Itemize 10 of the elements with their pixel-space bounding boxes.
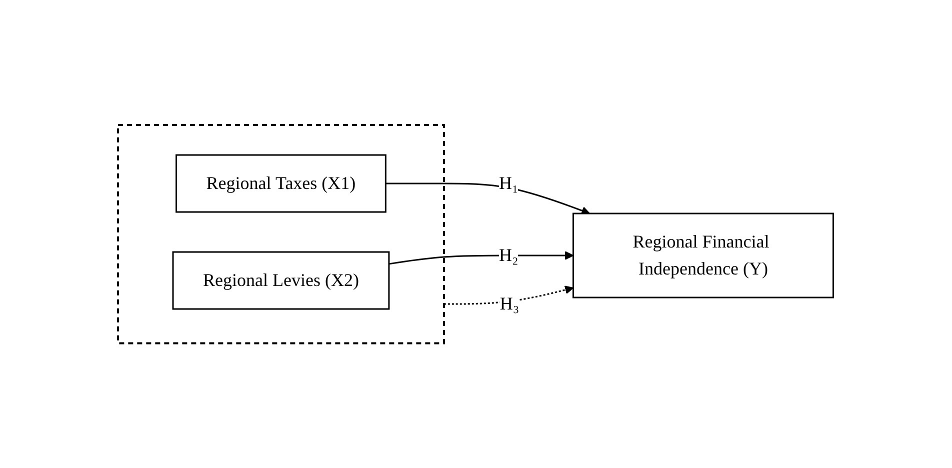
node-box: Regional Levies (X2)	[172, 251, 390, 310]
node-box: Regional Financial Independence (Y)	[572, 212, 834, 298]
arrow	[386, 182, 590, 215]
edge-label: H₁	[499, 172, 519, 193]
arrow	[444, 285, 574, 305]
edge-label: H₃	[500, 293, 520, 314]
cluster	[117, 124, 446, 344]
edge-label: H₂	[499, 244, 519, 265]
node-box: Regional Taxes (X1)	[176, 154, 387, 213]
arrow	[389, 250, 574, 265]
